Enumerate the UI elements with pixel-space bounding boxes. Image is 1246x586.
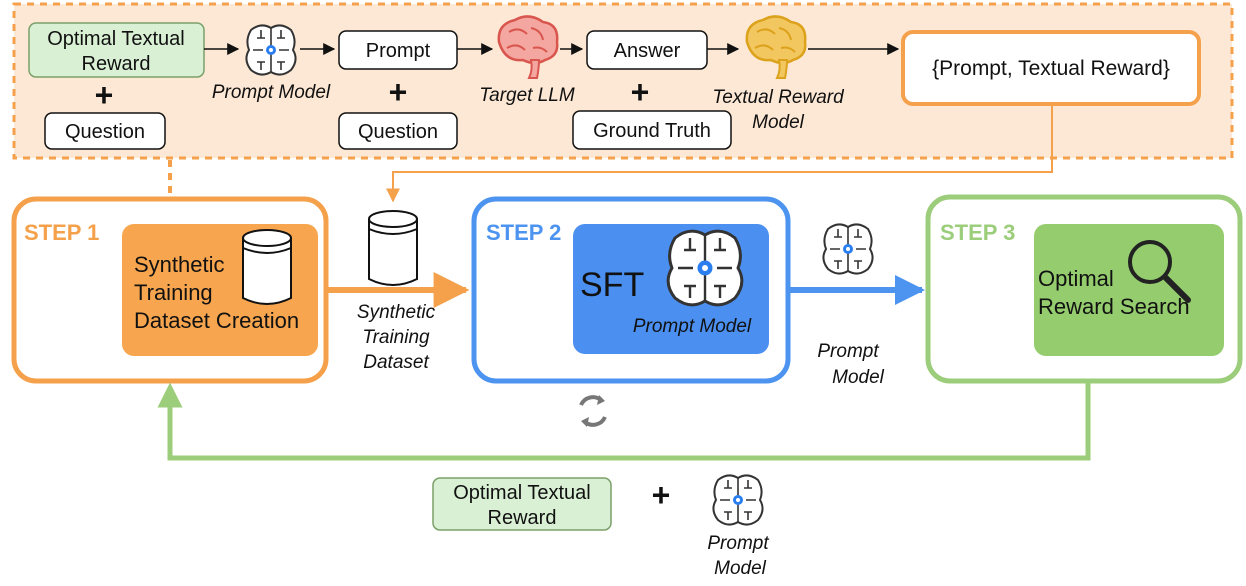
feedback-loop-arrow xyxy=(157,381,1091,461)
step1-line1: Synthetic xyxy=(134,252,225,277)
feedback-model-line1: Prompt xyxy=(707,533,769,554)
reward-model-line2: Model xyxy=(752,112,805,133)
step2-label: STEP 2 xyxy=(486,220,561,245)
question-label-2: Question xyxy=(358,121,438,143)
step3-inner-box xyxy=(1034,224,1224,356)
between-prompt-model-icon xyxy=(822,223,874,275)
dataset-database-icon xyxy=(368,210,418,286)
ground-truth-label: Ground Truth xyxy=(593,120,711,142)
dataset-line2: Training xyxy=(362,327,430,348)
reward-model-line1: Textual Reward xyxy=(712,87,845,108)
step3-line2: Reward Search xyxy=(1038,294,1190,319)
plus-sign: + xyxy=(389,74,408,110)
step1-label: STEP 1 xyxy=(24,220,99,245)
optimal-reward-box xyxy=(28,22,205,78)
plus-sign: + xyxy=(95,77,114,113)
optimal-reward-line1: Optimal Textual xyxy=(47,28,184,50)
step2-model-label: Prompt Model xyxy=(633,316,752,337)
step3-label: STEP 3 xyxy=(940,220,1015,245)
prompt-label: Prompt xyxy=(366,40,431,62)
feedback-reward-line1: Optimal Textual xyxy=(453,482,590,504)
feedback-reward-line2: Reward xyxy=(488,507,557,529)
prompt-model-icon xyxy=(245,24,297,76)
question-box-1 xyxy=(44,112,166,150)
search-icon xyxy=(1128,240,1191,303)
target-llm-label: Target LLM xyxy=(479,85,575,106)
optimal-reward-line2: Reward xyxy=(82,53,151,75)
answer-box xyxy=(586,30,708,70)
dataset-line1: Synthetic xyxy=(357,302,436,323)
step1-database-icon xyxy=(242,229,292,305)
question-box-2 xyxy=(338,112,458,150)
step2-prompt-model-icon xyxy=(666,229,744,307)
refresh-icon xyxy=(579,395,607,427)
feedback-plus: + xyxy=(652,477,671,513)
dataset-line3: Dataset xyxy=(363,352,429,373)
prompt-model-label: Prompt Model xyxy=(212,82,331,103)
sft-label: SFT xyxy=(580,266,644,304)
step1-line3: Dataset Creation xyxy=(134,308,299,333)
question-label-1: Question xyxy=(65,121,145,143)
prompt-box xyxy=(338,30,458,70)
ground-truth-box xyxy=(572,110,732,150)
plus-sign: + xyxy=(631,74,650,110)
feedback-reward-box xyxy=(432,477,612,531)
feedback-prompt-model-icon xyxy=(712,474,764,526)
step1-line2: Training xyxy=(134,280,213,305)
feedback-model-line2: Model xyxy=(714,558,767,579)
output-to-dataset-connector xyxy=(386,104,1053,203)
answer-label: Answer xyxy=(614,40,681,62)
between-model-line2: Model xyxy=(832,367,885,388)
step3-line1: Optimal xyxy=(1038,266,1114,291)
between-model-line1: Prompt xyxy=(817,341,879,362)
output-label: {Prompt, Textual Reward} xyxy=(932,57,1170,80)
